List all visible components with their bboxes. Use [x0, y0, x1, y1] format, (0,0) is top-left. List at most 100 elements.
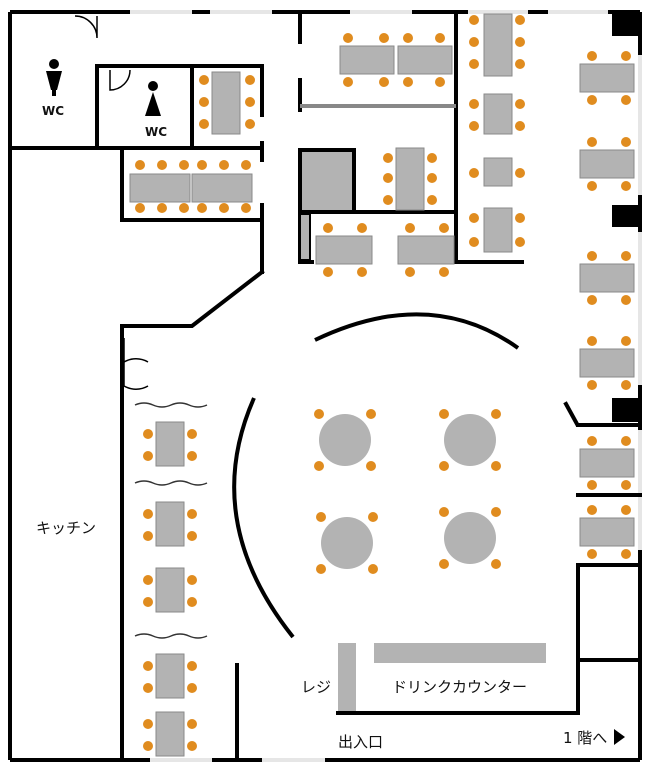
drink-counter-label: ドリンクカウンター: [392, 678, 528, 696]
chair: [587, 95, 597, 105]
register-counter: [338, 643, 356, 711]
chair: [621, 380, 631, 390]
table: [579, 448, 635, 478]
chair: [143, 683, 153, 693]
chair: [469, 168, 479, 178]
table: [483, 93, 513, 135]
triangle-right-icon: [614, 729, 625, 745]
round-table: [321, 517, 373, 569]
chair: [587, 181, 597, 191]
chair: [383, 153, 393, 163]
chair: [197, 203, 207, 213]
chair: [439, 461, 449, 471]
drink-counter: [374, 643, 546, 663]
table: [579, 517, 635, 547]
chair: [621, 95, 631, 105]
chair: [469, 213, 479, 223]
table: [155, 567, 185, 613]
chair: [343, 33, 353, 43]
chair: [143, 575, 153, 585]
chair: [157, 203, 167, 213]
chair: [587, 505, 597, 515]
round-table: [444, 512, 496, 564]
shelf: [299, 213, 311, 261]
windows: [130, 10, 642, 762]
chair: [323, 223, 333, 233]
partitions-wave: [134, 402, 208, 639]
chair: [187, 531, 197, 541]
chair: [427, 153, 437, 163]
table: [579, 149, 635, 179]
chair: [587, 380, 597, 390]
table: [315, 235, 373, 265]
chair: [368, 564, 378, 574]
to-first-floor-label: 1 階へ: [563, 729, 608, 747]
chair: [379, 77, 389, 87]
chair: [621, 505, 631, 515]
chair: [403, 33, 413, 43]
table: [579, 63, 635, 93]
kitchen-label: キッチン: [36, 519, 97, 537]
table: [579, 263, 635, 293]
chair: [621, 251, 631, 261]
chair: [427, 195, 437, 205]
chair: [135, 160, 145, 170]
chair: [143, 509, 153, 519]
chair: [143, 719, 153, 729]
chair: [469, 37, 479, 47]
chair: [368, 512, 378, 522]
chair: [469, 59, 479, 69]
chair: [439, 223, 449, 233]
table: [155, 421, 185, 467]
chair: [179, 160, 189, 170]
chair: [435, 77, 445, 87]
chair: [439, 507, 449, 517]
chair: [143, 429, 153, 439]
table: [395, 147, 425, 211]
chair: [621, 295, 631, 305]
chair: [405, 267, 415, 277]
pillars: [612, 12, 640, 422]
chair: [187, 429, 197, 439]
table: [155, 711, 185, 757]
chair: [314, 409, 324, 419]
chair: [621, 336, 631, 346]
round-table: [444, 414, 496, 466]
chair: [197, 160, 207, 170]
chair: [366, 409, 376, 419]
chair: [515, 99, 525, 109]
chair: [199, 119, 209, 129]
table: [155, 501, 185, 547]
chair: [469, 121, 479, 131]
chair: [515, 121, 525, 131]
table: [129, 173, 191, 203]
table: [579, 348, 635, 378]
chair: [491, 461, 501, 471]
table: [483, 13, 513, 77]
chair: [621, 181, 631, 191]
chair: [323, 267, 333, 277]
chair: [187, 683, 197, 693]
chair: [143, 661, 153, 671]
chair: [491, 409, 501, 419]
chair: [515, 168, 525, 178]
chair: [357, 267, 367, 277]
chair: [587, 137, 597, 147]
chair: [187, 597, 197, 607]
table: [397, 45, 453, 75]
chair: [469, 15, 479, 25]
chair: [427, 173, 437, 183]
chair: [187, 575, 197, 585]
chair: [135, 203, 145, 213]
chair: [621, 51, 631, 61]
chair: [469, 99, 479, 109]
chair: [515, 15, 525, 25]
table: [397, 235, 455, 265]
chair: [587, 336, 597, 346]
table: [155, 653, 185, 699]
chair: [621, 436, 631, 446]
inner-walls: [8, 10, 642, 762]
chair: [587, 480, 597, 490]
chair: [219, 203, 229, 213]
chair: [343, 77, 353, 87]
